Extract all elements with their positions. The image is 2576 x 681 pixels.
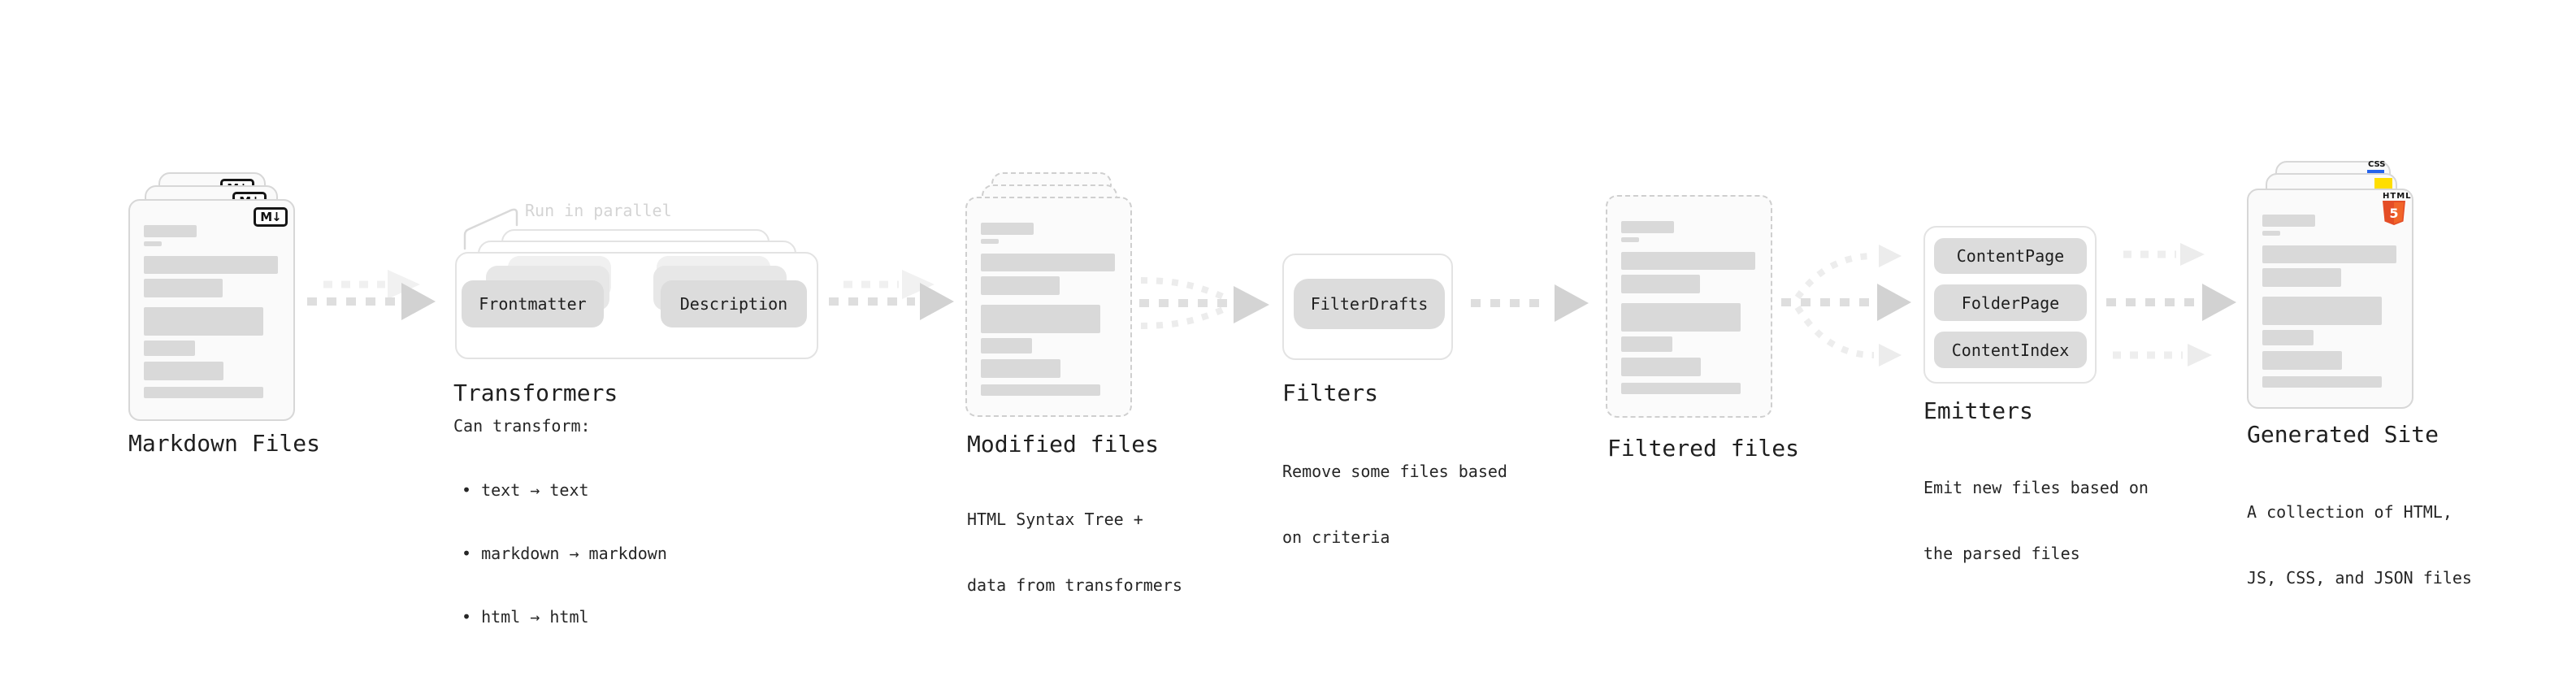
document-card-front (1606, 195, 1772, 418)
subtitle-line: Emit new files based on (1923, 478, 2149, 497)
subtitle-line: A collection of HTML, (2247, 502, 2452, 522)
html5-icon: 5 (2383, 201, 2405, 225)
markdown-icon: M↓ (254, 207, 288, 227)
subtitle-line: HTML Syntax Tree + (967, 510, 1143, 529)
subtitle-line: on criteria (1282, 527, 1390, 547)
placeholder-line (144, 225, 197, 237)
filters-subtitle: Remove some files based on criteria (1282, 417, 1507, 592)
modified-files-subtitle: HTML Syntax Tree + data from transformer… (967, 465, 1182, 640)
subtitle-line: data from transformers (967, 575, 1182, 595)
transformer-node-frontmatter: Frontmatter (462, 280, 604, 327)
placeholder-line (1621, 237, 1639, 242)
placeholder-line (2262, 376, 2382, 388)
placeholder-line (1621, 275, 1700, 293)
css-icon: CSS (2368, 160, 2386, 169)
placeholder-line (981, 223, 1034, 235)
transformer-node-description: Description (661, 280, 807, 327)
arrow-filtered-to-emitters-fanout (1781, 245, 1911, 367)
bullet-item: • text → text (462, 480, 589, 500)
document-card-front: HTML 5 (2247, 189, 2413, 409)
subtitle-line: Remove some files based (1282, 462, 1507, 481)
subtitle-line: the parsed files (1923, 544, 2080, 563)
placeholder-line (144, 340, 195, 356)
arrow-emitters-to-generated (2106, 243, 2236, 367)
bullet-item: • markdown → markdown (462, 544, 667, 563)
stage-label-filtered-files: Filtered files (1607, 435, 1800, 462)
transformers-note-heading: Can transform: (453, 416, 591, 436)
emitters-subtitle: Emit new files based on the parsed files (1923, 433, 2149, 609)
placeholder-line (1621, 383, 1741, 394)
document-card-front (965, 197, 1132, 417)
placeholder-line (2262, 351, 2342, 370)
bullet-item: • html → html (462, 607, 589, 627)
emitter-node-contentpage: ContentPage (1934, 238, 2087, 274)
placeholder-line (144, 307, 263, 336)
placeholder-line (981, 359, 1060, 378)
stage-label-modified-files: Modified files (967, 431, 1160, 458)
stage-label-generated-site: Generated Site (2247, 421, 2439, 448)
subtitle-line: JS, CSS, and JSON files (2247, 568, 2472, 588)
placeholder-line (2262, 231, 2280, 236)
document-card-front: M↓ (128, 199, 295, 421)
placeholder-line (2262, 297, 2382, 325)
arrow-transformers-to-modified (829, 270, 954, 320)
emitter-node-contentindex: ContentIndex (1934, 332, 2087, 368)
stage-label-emitters: Emitters (1923, 397, 2033, 424)
arrow-markdown-to-transformers (307, 270, 436, 320)
placeholder-line (981, 276, 1060, 295)
placeholder-line (1621, 303, 1741, 332)
placeholder-line (2262, 245, 2396, 263)
placeholder-line (144, 256, 278, 274)
callout-line (463, 208, 518, 250)
run-in-parallel-callout: Run in parallel (525, 201, 672, 220)
css-icon-bar (2367, 170, 2384, 173)
placeholder-line (1621, 252, 1755, 270)
arrow-head (401, 283, 436, 320)
arrow-filters-to-filtered (1471, 284, 1589, 322)
filter-node-filterdrafts: FilterDrafts (1294, 279, 1445, 329)
stage-label-markdown-files: Markdown Files (128, 430, 321, 457)
placeholder-line (981, 338, 1032, 354)
emitter-node-folderpage: FolderPage (1934, 284, 2087, 321)
js-icon (2374, 178, 2392, 189)
placeholder-line (981, 384, 1100, 396)
html5-icon-label: HTML (2383, 192, 2412, 201)
placeholder-line (981, 254, 1115, 271)
placeholder-line (1621, 336, 1672, 352)
placeholder-line (144, 362, 223, 380)
placeholder-line (981, 305, 1100, 333)
placeholder-line (2262, 330, 2314, 345)
placeholder-line (2262, 215, 2315, 227)
stage-label-transformers: Transformers (453, 380, 618, 406)
placeholder-line (2262, 268, 2341, 287)
placeholder-line (144, 241, 162, 246)
generated-site-subtitle: A collection of HTML, JS, CSS, and JSON … (2247, 458, 2472, 633)
placeholder-line (1621, 358, 1701, 376)
placeholder-line (144, 279, 223, 297)
stage-label-filters: Filters (1282, 380, 1379, 406)
placeholder-line (144, 387, 263, 398)
arrow-modified-to-filters-merge (1139, 277, 1269, 329)
placeholder-line (1621, 221, 1674, 233)
svg-text:5: 5 (2389, 206, 2398, 221)
placeholder-line (981, 239, 999, 244)
transformers-bullet-list: • text → text • markdown → markdown • ht… (462, 437, 667, 670)
